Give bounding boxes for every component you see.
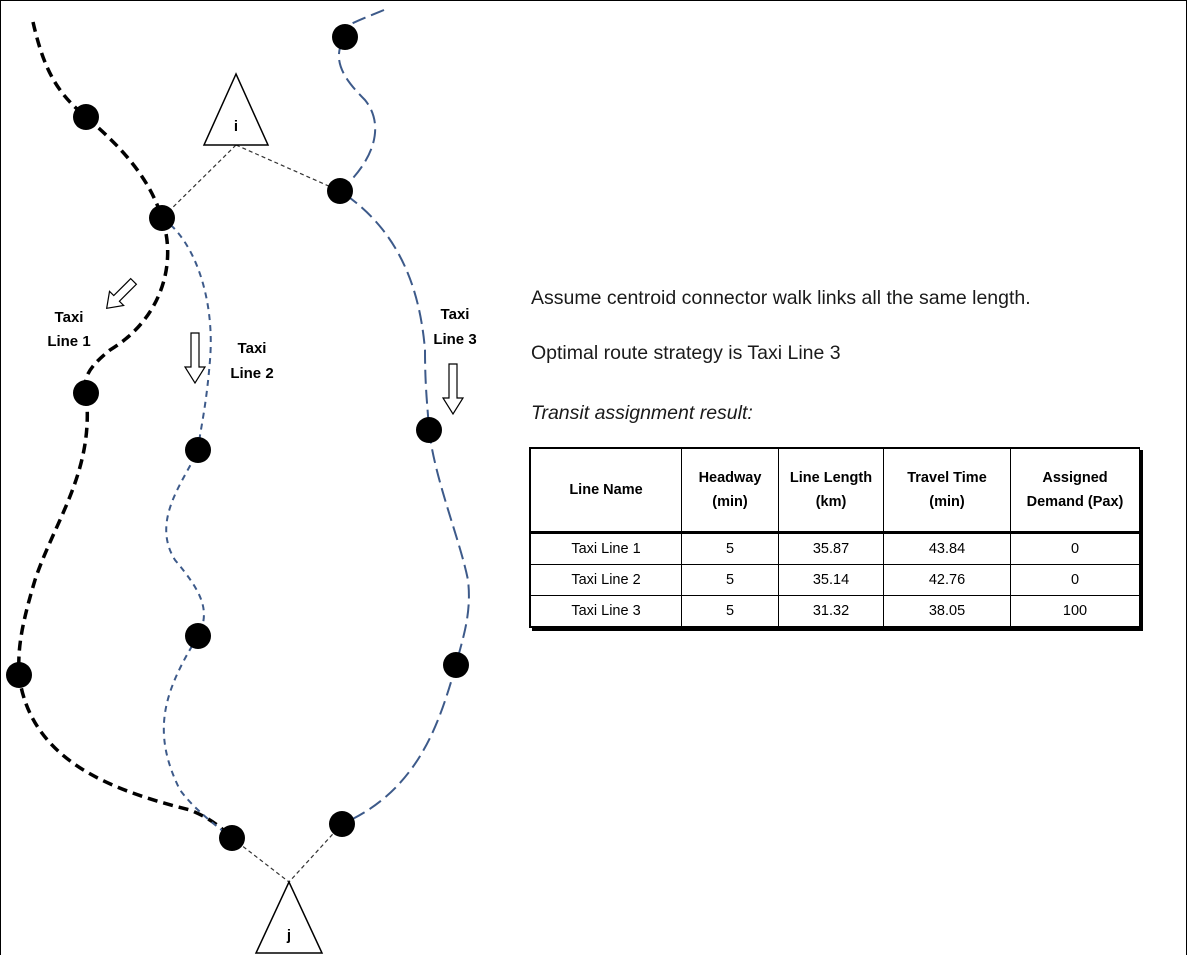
stop-marker bbox=[329, 811, 355, 837]
line-label-name: Line 1 bbox=[47, 333, 90, 350]
destination-triangle-icon bbox=[254, 880, 324, 954]
cell-assigned-demand: 0 bbox=[1010, 564, 1140, 596]
destination-centroid: j bbox=[254, 880, 324, 954]
header-text: Headway bbox=[698, 470, 762, 486]
table-row: Taxi Line 3 5 31.32 38.05 100 bbox=[529, 595, 1140, 628]
line-label-word: Taxi bbox=[55, 309, 84, 326]
cell-headway: 5 bbox=[681, 564, 779, 596]
stop-marker bbox=[443, 652, 469, 678]
cell-headway: 5 bbox=[681, 595, 779, 628]
stop-marker bbox=[73, 104, 99, 130]
cell-travel-time: 43.84 bbox=[883, 532, 1011, 565]
walk-link-line3-to-j bbox=[288, 823, 343, 883]
header-text: (min) bbox=[929, 494, 965, 510]
line-label-word: Taxi bbox=[238, 340, 267, 357]
taxi-line-1-route bbox=[17, 21, 234, 840]
assumption-note: Assume centroid connector walk links all… bbox=[531, 287, 1031, 309]
stop-marker bbox=[327, 178, 353, 204]
taxi-line-3-route bbox=[338, 9, 470, 825]
strategy-note: Optimal route strategy is Taxi Line 3 bbox=[531, 342, 841, 364]
header-text: Travel Time bbox=[907, 470, 987, 486]
direction-arrow-icon bbox=[183, 332, 207, 385]
header-text: Line Name bbox=[569, 482, 643, 498]
cell-assigned-demand: 100 bbox=[1010, 595, 1140, 628]
result-title: Transit assignment result: bbox=[531, 402, 753, 424]
table-header-row: Line Name Headway (min) Line Length (km) T… bbox=[529, 447, 1140, 534]
stop-marker bbox=[185, 623, 211, 649]
origin-label: i bbox=[234, 118, 238, 135]
header-line-name: Line Name bbox=[529, 447, 682, 534]
cell-headway: 5 bbox=[681, 532, 779, 565]
cell-line-length: 35.14 bbox=[778, 564, 884, 596]
header-text: (min) bbox=[712, 494, 748, 510]
line-label-name: Line 2 bbox=[230, 365, 273, 382]
taxi-line-2-label: Taxi Line 2 bbox=[230, 340, 273, 382]
destination-label: j bbox=[286, 927, 291, 944]
cell-travel-time: 38.05 bbox=[883, 595, 1011, 628]
table-row: Taxi Line 1 5 35.87 43.84 0 bbox=[529, 532, 1140, 565]
header-text: Demand (Pax) bbox=[1026, 494, 1124, 510]
walk-link-i-to-line3 bbox=[235, 144, 341, 192]
stop-marker bbox=[73, 380, 99, 406]
stop-marker bbox=[149, 205, 175, 231]
stop-marker bbox=[6, 662, 32, 688]
assignment-result-table: Line Name Headway (min) Line Length (km) T… bbox=[529, 447, 1140, 628]
header-line-length: Line Length (km) bbox=[778, 447, 884, 534]
header-text: Line Length bbox=[789, 470, 873, 486]
stops bbox=[6, 24, 469, 851]
taxi-line-1-label: Taxi Line 1 bbox=[47, 309, 90, 350]
stop-marker bbox=[332, 24, 358, 50]
taxi-line-3-label: Taxi Line 3 bbox=[433, 306, 476, 348]
stop-marker bbox=[219, 825, 245, 851]
walk-link-i-to-line1 bbox=[161, 144, 237, 219]
cell-line-length: 35.87 bbox=[778, 532, 884, 565]
header-travel-time: Travel Time (min) bbox=[883, 447, 1011, 534]
walk-link-line1-to-j bbox=[231, 837, 290, 883]
cell-line-length: 31.32 bbox=[778, 595, 884, 628]
line-label-word: Taxi bbox=[441, 306, 470, 323]
cell-travel-time: 42.76 bbox=[883, 564, 1011, 596]
header-headway: Headway (min) bbox=[681, 447, 779, 534]
cell-line-name: Taxi Line 2 bbox=[529, 564, 682, 596]
table-row: Taxi Line 2 5 35.14 42.76 0 bbox=[529, 564, 1140, 596]
cell-line-name: Taxi Line 1 bbox=[529, 532, 682, 565]
stop-marker bbox=[416, 417, 442, 443]
cell-assigned-demand: 0 bbox=[1010, 532, 1140, 565]
cell-line-name: Taxi Line 3 bbox=[529, 595, 682, 628]
walk-connectors bbox=[161, 144, 343, 883]
line-label-name: Line 3 bbox=[433, 331, 476, 348]
origin-triangle-icon bbox=[202, 72, 270, 146]
taxi-line-2-route bbox=[161, 217, 233, 839]
direction-arrow-icon bbox=[441, 363, 465, 416]
header-text: Assigned bbox=[1042, 470, 1108, 486]
header-text: (km) bbox=[815, 494, 847, 510]
direction-arrow-icon bbox=[105, 277, 138, 310]
origin-centroid: i bbox=[202, 72, 270, 146]
stop-marker bbox=[185, 437, 211, 463]
